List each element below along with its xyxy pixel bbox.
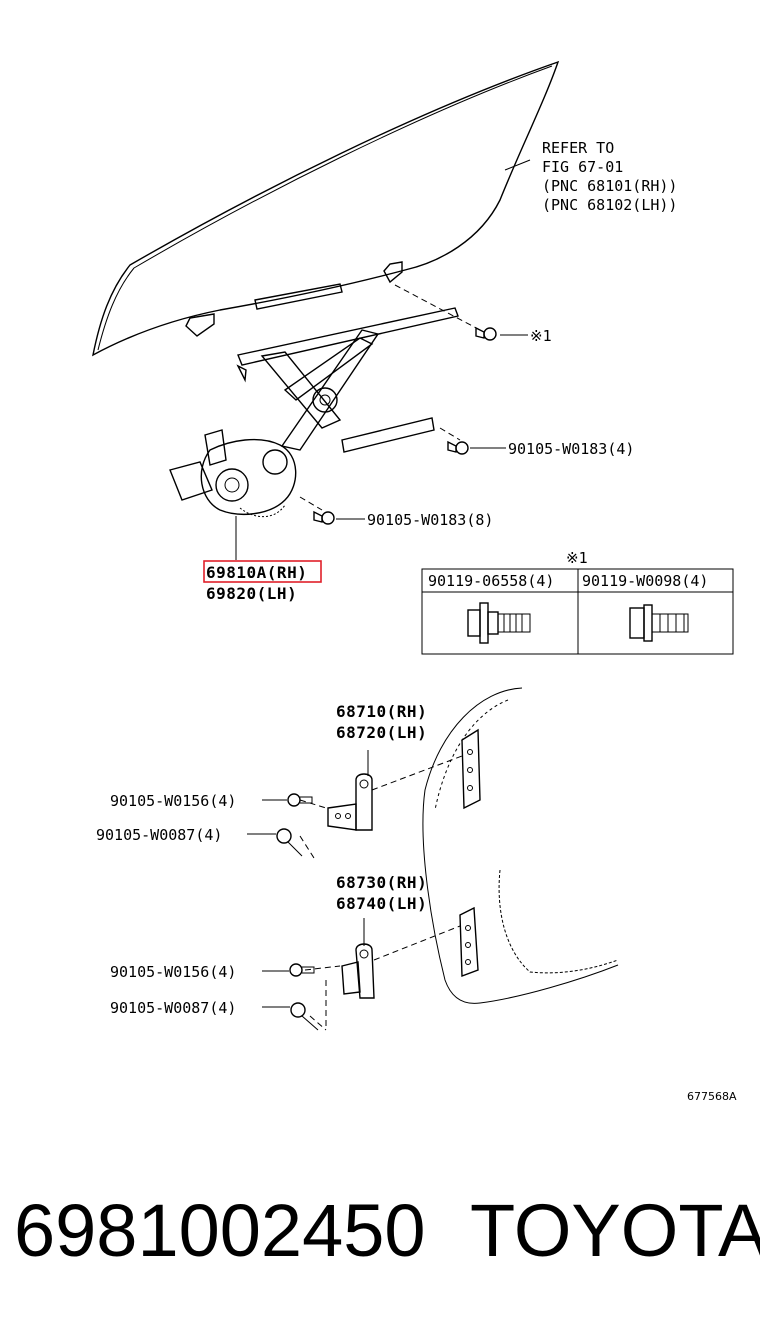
refer-to-line3: (PNC 68101(RH)) bbox=[542, 177, 677, 195]
note-table: ※1 90119-06558(4) 90119-W0098(4) bbox=[421, 549, 734, 655]
hinge-upper-label-lh: 68720(LH) bbox=[336, 723, 427, 742]
refer-to-line4: (PNC 68102(LH)) bbox=[542, 196, 677, 214]
note-mark-callout: ※1 bbox=[530, 327, 552, 345]
hinge-bolt-label-4: 90105-W0087(4) bbox=[110, 999, 236, 1017]
hinge-bolt-icons bbox=[247, 793, 319, 1031]
regulator-label-rh: 69810A(RH) bbox=[206, 563, 307, 582]
leader-lines-upper bbox=[299, 159, 531, 520]
lower-hinge-drawing bbox=[304, 918, 461, 1031]
bolt-icons-upper bbox=[313, 326, 497, 525]
regulator-label-lh: 69820(LH) bbox=[206, 584, 297, 603]
footer-brand: TOYOTA bbox=[470, 1189, 760, 1272]
flange-bolt-icon bbox=[467, 602, 531, 644]
bolt-label-lower: 90105-W0183(8) bbox=[367, 511, 493, 529]
hinge-bolt-label-3: 90105-W0156(4) bbox=[110, 963, 236, 981]
highlight-box bbox=[203, 560, 322, 583]
hinge-lower-label-rh: 68730(RH) bbox=[336, 873, 427, 892]
hinge-upper-label-rh: 68710(RH) bbox=[336, 702, 427, 721]
door-glass-drawing bbox=[92, 60, 560, 357]
washer-bolt-icon bbox=[629, 604, 689, 642]
upper-hinge-drawing bbox=[299, 750, 463, 859]
refer-to-line2: FIG 67-01 bbox=[542, 158, 623, 176]
figure-ref: 677568A bbox=[687, 1090, 737, 1103]
note-table-mark: ※1 bbox=[566, 549, 588, 567]
note-table-col1: 90119-06558(4) bbox=[428, 572, 554, 590]
footer-part-number: 6981002450 bbox=[14, 1189, 426, 1272]
bolt-label-upper: 90105-W0183(4) bbox=[508, 440, 634, 458]
refer-to-line1: REFER TO bbox=[542, 139, 614, 157]
hinge-bolt-label-2: 90105-W0087(4) bbox=[96, 826, 222, 844]
hinge-lower-label-lh: 68740(LH) bbox=[336, 894, 427, 913]
body-pillar-drawing bbox=[422, 687, 619, 1004]
window-regulator-drawing bbox=[169, 307, 459, 560]
note-table-col2: 90119-W0098(4) bbox=[582, 572, 708, 590]
hinge-bolt-label-1: 90105-W0156(4) bbox=[110, 792, 236, 810]
